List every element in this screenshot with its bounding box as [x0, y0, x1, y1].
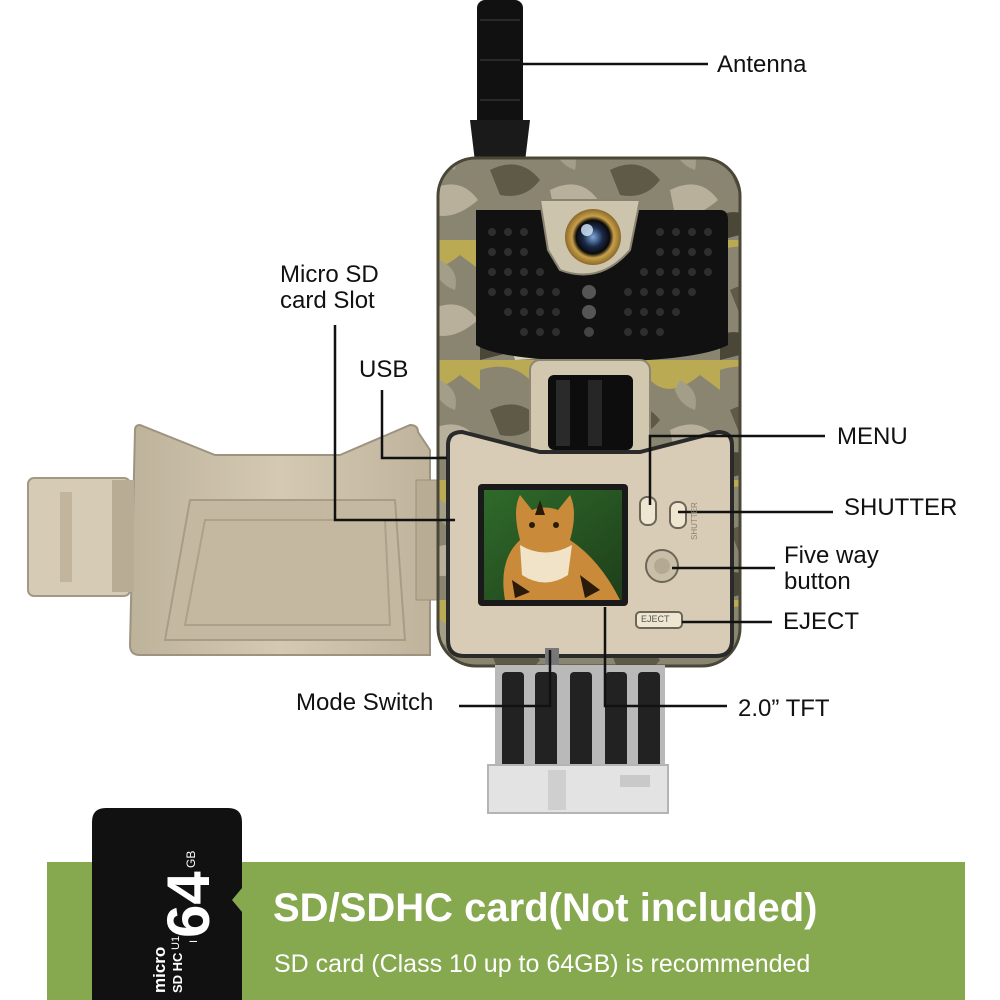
- five-way-label-line2: button: [784, 568, 851, 595]
- shutter-label: SHUTTER: [844, 494, 958, 521]
- sd-card: 64 GB micro U1 I SD HC: [92, 808, 242, 1000]
- five-way-label-line1: Five way: [784, 542, 879, 569]
- lens-icon: [565, 209, 621, 265]
- sd-card-unit: GB: [184, 850, 198, 868]
- menu-label: MENU: [837, 423, 908, 450]
- eject-button-text: EJECT: [641, 614, 670, 624]
- eject-button[interactable]: [635, 611, 683, 629]
- sd-card-brand: micro: [150, 946, 169, 993]
- antenna-label: Antenna: [717, 51, 807, 78]
- micro-sd-slot-label-line2: card Slot: [280, 287, 375, 314]
- banner-subtitle: SD card (Class 10 up to 64GB) is recomme…: [274, 950, 811, 978]
- menu-button[interactable]: [639, 496, 657, 526]
- mode-switch-label: Mode Switch: [296, 689, 434, 716]
- sd-card-speed-class: U1: [170, 935, 182, 950]
- camera-body: [436, 156, 742, 814]
- open-door: [27, 423, 447, 656]
- usb-label: USB: [359, 356, 409, 383]
- sd-card-logo: SD HC: [170, 952, 185, 993]
- antenna-part: [470, 0, 530, 170]
- bottom-latches: [487, 665, 669, 814]
- sd-card-icon: [92, 808, 242, 1000]
- sd-card-bus: I: [188, 939, 200, 943]
- five-way-button-label: Five way button: [784, 543, 879, 595]
- eject-label: EJECT: [783, 608, 860, 635]
- micro-sd-slot-label-line1: Micro SD: [280, 261, 379, 288]
- sd-card-capacity: 64: [155, 871, 222, 938]
- micro-sd-slot-label: Micro SD card Slot: [280, 262, 379, 314]
- banner-title: SD/SDHC card(Not included): [273, 886, 818, 930]
- tft-label: 2.0” TFT: [738, 695, 830, 722]
- shutter-button[interactable]: [669, 501, 687, 529]
- shutter-button-text: SHUTTER: [690, 502, 699, 540]
- leader-lines: [333, 62, 833, 708]
